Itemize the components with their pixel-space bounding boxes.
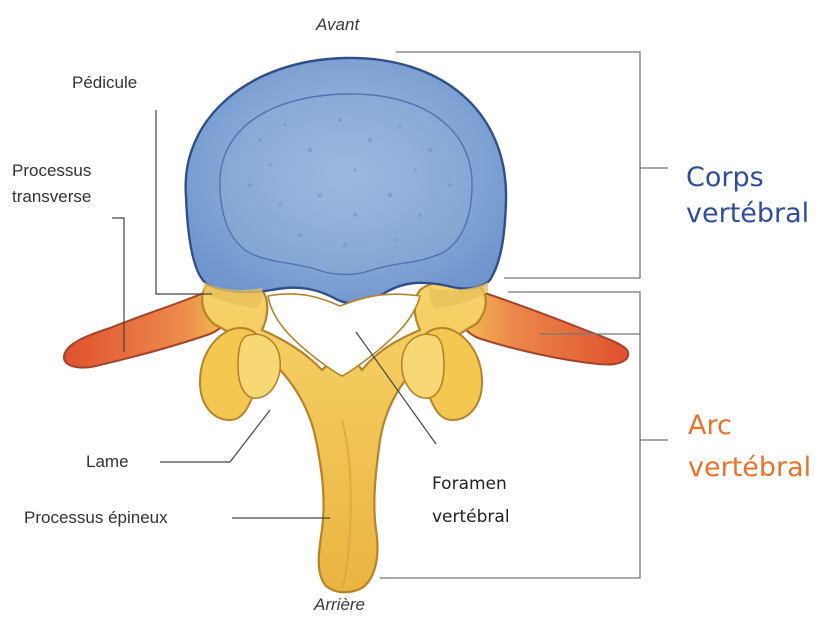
transverse-process-label-line1: Processus (12, 160, 91, 181)
vertebral-body-cancellous (220, 94, 472, 275)
pedicle-label: Pédicule (72, 72, 137, 93)
left-lamina-inner (238, 334, 280, 398)
right-lamina-inner (402, 334, 444, 398)
spinous-process-label: Processus épineux (24, 507, 168, 528)
anterior-label: Avant (316, 14, 359, 35)
lamina-leader (160, 410, 270, 462)
foramen-label-line1: Foramen (432, 472, 507, 496)
arch-group-label-line2: vertébral (688, 450, 811, 486)
body-group-label-line2: vertébral (686, 196, 809, 232)
transverse-process-label-line2: transverse (12, 186, 91, 207)
posterior-label: Arrière (314, 594, 365, 615)
foramen-label-line2: vertébral (432, 505, 510, 529)
arch-group-label-line1: Arc (688, 408, 732, 444)
body-group-label-line1: Corps (686, 160, 764, 196)
lamina-label: Lame (86, 451, 129, 472)
